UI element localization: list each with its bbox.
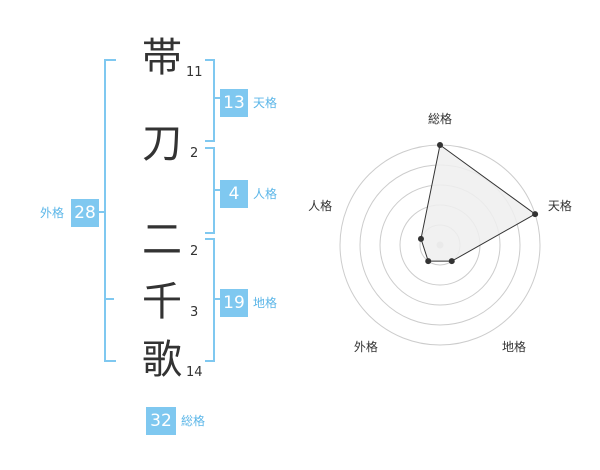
tenkaku-connector: [213, 97, 220, 99]
chikaku-connector: [213, 298, 220, 300]
gaikaku-connector: [97, 211, 105, 213]
gaikaku-label: 外格: [40, 206, 65, 220]
stroke-count-4: 3: [190, 305, 199, 320]
stroke-count-2: 2: [190, 146, 199, 161]
radar-point-5: [417, 235, 424, 242]
name-char-4: 千: [142, 279, 182, 325]
radar-axis-label-2: 天格: [548, 198, 572, 213]
name-char-3: 二: [142, 217, 182, 263]
radar-point-3: [448, 258, 455, 265]
gaikaku-bracket: [104, 59, 116, 362]
radar-axis-label-5: 人格: [308, 198, 332, 213]
radar-point-4: [425, 258, 432, 265]
radar-axis-label-4: 外格: [354, 339, 378, 354]
radar-point-2: [532, 211, 539, 218]
gaikaku-value: 28: [71, 199, 99, 227]
chikaku-bracket: [205, 238, 215, 362]
tenkaku-label: 天格: [253, 96, 278, 110]
jinkaku-label: 人格: [253, 187, 278, 201]
tenkaku-value: 13: [220, 89, 248, 117]
stroke-count-1: 11: [186, 65, 203, 80]
name-char-1: 帯: [142, 35, 182, 81]
soukaku-label: 総格: [181, 414, 206, 428]
soukaku-value: 32: [146, 407, 176, 435]
gaikaku-divider: [104, 298, 114, 300]
radar-polygon: [420, 144, 537, 262]
stroke-count-5: 14: [186, 365, 203, 380]
chikaku-label: 地格: [253, 296, 278, 310]
radar-point-1: [437, 142, 443, 148]
jinkaku-connector: [213, 189, 220, 191]
jinkaku-value: 4: [220, 180, 248, 208]
radar-axis-label-1: 総格: [428, 111, 452, 126]
chikaku-value: 19: [220, 289, 248, 317]
name-char-5: 歌: [142, 337, 182, 383]
tenkaku-bracket: [205, 59, 215, 142]
name-char-2: 刀: [142, 121, 182, 167]
radar-axis-label-3: 地格: [502, 339, 526, 354]
stroke-count-3: 2: [190, 244, 199, 259]
